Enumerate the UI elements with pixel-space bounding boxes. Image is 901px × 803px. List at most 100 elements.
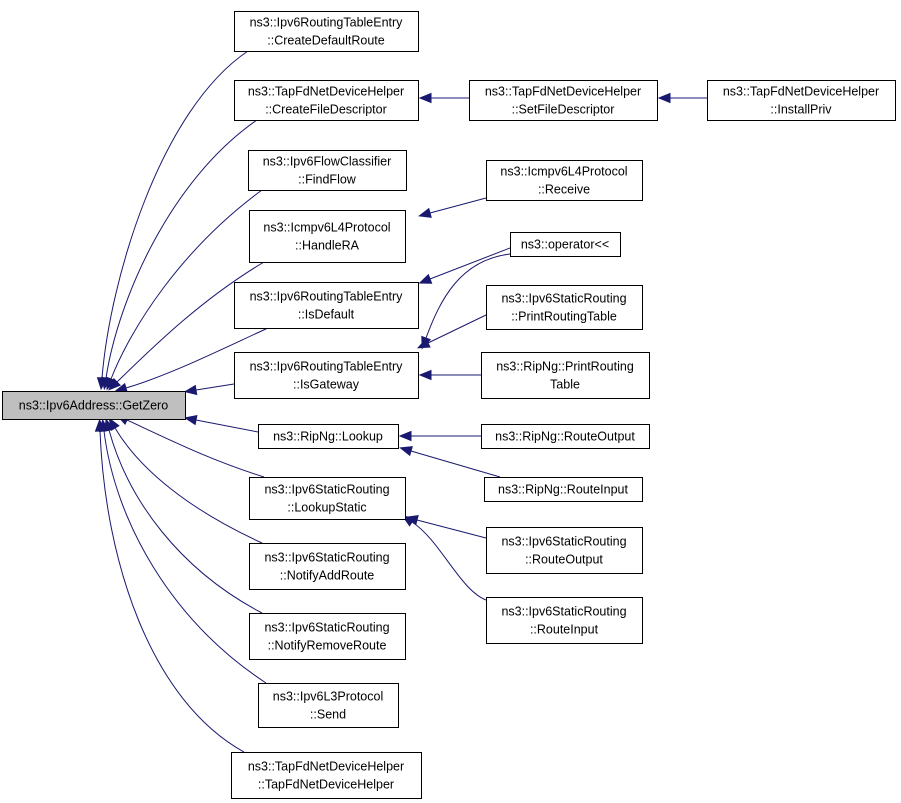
node-label-line: ns3::RipNg::RouteInput <box>498 483 628 497</box>
node-label-line: ns3::Ipv6RoutingTableEntry <box>250 290 404 304</box>
node-label-line: ns3::Ipv6StaticRouting <box>501 535 626 549</box>
node-label-line: Table <box>550 378 580 392</box>
edge-notifyremoveroute-to-getzero <box>104 418 263 614</box>
edge-line <box>114 427 263 544</box>
node-box <box>486 160 643 201</box>
arrow-head-icon <box>418 273 433 284</box>
node-label-line: ns3::Ipv6Address::GetZero <box>19 399 168 413</box>
node-label-line: ::NotifyRemoveRoute <box>268 639 387 653</box>
arrow-head-icon <box>398 430 412 442</box>
node-box <box>707 80 896 121</box>
edge-line <box>416 519 487 539</box>
edge-icmpv6receive-to-handlera <box>418 197 487 218</box>
node-lookupstatic[interactable]: ns3::Ipv6StaticRouting::LookupStatic <box>249 477 406 520</box>
node-printroutingtable-static[interactable]: ns3::Ipv6StaticRouting::PrintRoutingTabl… <box>486 285 643 330</box>
edge-installpriv-to-setfiledescriptor <box>657 92 707 104</box>
edge-layer <box>94 50 707 753</box>
node-findflow[interactable]: ns3::Ipv6FlowClassifier::FindFlow <box>248 150 407 191</box>
node-box <box>249 613 406 660</box>
node-box <box>469 80 658 121</box>
node-label-line: ::RouteOutput <box>525 553 603 567</box>
edge-line <box>116 261 265 383</box>
node-label-line: ::NotifyAddRoute <box>280 569 375 583</box>
node-label-line: ::LookupStatic <box>287 501 366 515</box>
edge-line <box>425 253 511 339</box>
edge-notifyaddroute-to-getzero <box>108 417 263 544</box>
edge-line <box>125 327 269 389</box>
edge-routeinput-static-to-lookupstatic <box>401 515 487 601</box>
arrow-head-icon <box>108 377 122 391</box>
edge-line <box>195 419 259 433</box>
node-routeoutput-ripng[interactable]: ns3::RipNg::RouteOutput <box>481 424 650 449</box>
node-box <box>481 424 650 449</box>
node-box <box>234 352 419 399</box>
node-printroutingtable-ripng[interactable]: ns3::RipNg::PrintRoutingTable <box>481 352 650 399</box>
node-lookup[interactable]: ns3::RipNg::Lookup <box>258 424 399 449</box>
arrow-head-icon <box>183 414 198 426</box>
node-box <box>510 232 621 257</box>
node-label-line: ns3::TapFdNetDeviceHelper <box>248 760 404 774</box>
node-box <box>258 683 399 728</box>
edge-lookup-to-getzero <box>183 414 259 433</box>
node-box <box>486 285 643 330</box>
edge-line <box>429 197 487 214</box>
node-notifyaddroute[interactable]: ns3::Ipv6StaticRouting::NotifyAddRoute <box>249 543 406 590</box>
node-notifyremoveroute[interactable]: ns3::Ipv6StaticRouting::NotifyRemoveRout… <box>249 613 406 660</box>
node-label-line: ns3::RipNg::Lookup <box>273 430 383 444</box>
node-label-line: ns3::Ipv6StaticRouting <box>264 621 389 635</box>
node-routeinput-ripng[interactable]: ns3::RipNg::RouteInput <box>484 477 643 502</box>
node-label-line: ns3::TapFdNetDeviceHelper <box>723 85 879 99</box>
node-label-line: ::IsGateway <box>293 378 360 392</box>
node-label-line: ::Receive <box>538 183 590 197</box>
node-isgateway[interactable]: ns3::Ipv6RoutingTableEntry::IsGateway <box>234 352 419 399</box>
edge-setfiledescriptor-to-createfiledescriptor <box>418 92 469 104</box>
node-tapfdnetdevicehelper[interactable]: ns3::TapFdNetDeviceHelper::TapFdNetDevic… <box>231 752 422 799</box>
node-routeinput-static[interactable]: ns3::Ipv6StaticRouting::RouteInput <box>486 597 643 644</box>
node-box <box>234 80 419 121</box>
node-label-line: ::IsDefault <box>298 308 355 322</box>
node-send[interactable]: ns3::Ipv6L3Protocol::Send <box>258 683 399 728</box>
edge-line <box>410 450 501 478</box>
node-createfiledescriptor[interactable]: ns3::TapFdNetDeviceHelper::CreateFileDes… <box>234 80 419 121</box>
node-label-line: ns3::Ipv6StaticRouting <box>264 483 389 497</box>
node-box <box>484 477 643 502</box>
node-box <box>248 150 407 191</box>
node-label-line: ns3::Icmpv6L4Protocol <box>500 165 627 179</box>
edge-routeoutput-ripng-to-lookup <box>398 430 481 442</box>
node-box <box>249 543 406 590</box>
edge-operator-to-isdefault <box>418 247 511 284</box>
node-createdefaultroute[interactable]: ns3::Ipv6RoutingTableEntry::CreateDefaul… <box>234 11 419 52</box>
node-layer: ns3::Ipv6Address::GetZero ns3::Ipv6Routin… <box>2 11 896 799</box>
edge-tapfdnetdevicehelper-to-getzero <box>94 418 245 753</box>
node-box <box>234 282 419 329</box>
node-operator[interactable]: ns3::operator<< <box>510 232 621 257</box>
node-label-line: ::InstallPriv <box>770 103 832 117</box>
node-box <box>486 597 643 644</box>
node-box <box>258 424 399 449</box>
edge-line <box>110 189 263 380</box>
arrow-head-icon <box>418 207 432 218</box>
edge-line <box>99 430 245 753</box>
edge-isgateway-to-getzero <box>183 383 235 396</box>
edge-line <box>126 419 265 478</box>
arrow-head-icon <box>657 92 671 104</box>
node-label-line: ::FindFlow <box>298 173 357 187</box>
node-label-line: ns3::Icmpv6L4Protocol <box>263 221 390 235</box>
node-box <box>481 352 650 399</box>
node-icmpv6receive[interactable]: ns3::Icmpv6L4Protocol::Receive <box>486 160 643 201</box>
edge-line <box>103 430 267 684</box>
arrow-head-icon <box>183 384 198 396</box>
arrow-head-icon <box>416 338 431 349</box>
node-routeoutput-static[interactable]: ns3::Ipv6StaticRouting::RouteOutput <box>486 527 643 574</box>
node-label-line: ns3::Ipv6RoutingTableEntry <box>250 16 404 30</box>
node-setfiledescriptor[interactable]: ns3::TapFdNetDeviceHelper::SetFileDescri… <box>469 80 658 121</box>
node-box <box>234 11 419 52</box>
edge-line <box>101 50 249 379</box>
node-handlera[interactable]: ns3::Icmpv6L4Protocol::HandleRA <box>249 210 406 263</box>
node-installpriv[interactable]: ns3::TapFdNetDeviceHelper::InstallPriv <box>707 80 896 121</box>
node-getzero[interactable]: ns3::Ipv6Address::GetZero <box>2 391 186 420</box>
node-label-line: ns3::Ipv6L3Protocol <box>273 690 384 704</box>
node-isdefault[interactable]: ns3::Ipv6RoutingTableEntry::IsDefault <box>234 282 419 329</box>
arrow-head-icon <box>418 92 432 104</box>
